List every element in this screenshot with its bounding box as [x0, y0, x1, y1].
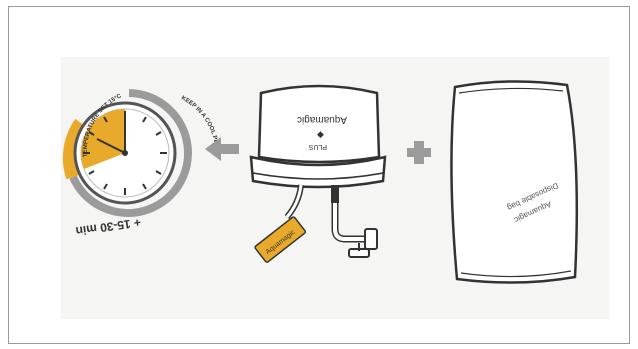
- timer-duration-label: + 15-30 min: [75, 215, 142, 238]
- container-brand-label: Aquamagic: [297, 114, 347, 125]
- arrow-left-icon: [205, 137, 239, 161]
- illustration-svg: TEMPERATURE SET 15°C KEEP IN A COOL PLAC…: [9, 7, 631, 345]
- tube-tag: Aquamagic: [254, 216, 306, 263]
- figure-frame: TEMPERATURE SET 15°C KEEP IN A COOL PLAC…: [8, 6, 630, 344]
- plus-icon: [407, 141, 431, 164]
- timer-icon: TEMPERATURE SET 15°C KEEP IN A COOL PLAC…: [70, 93, 220, 238]
- tap-valve-icon: [331, 185, 377, 257]
- bag-icon: Aquamagic Disposable bag: [451, 81, 576, 282]
- svg-text:◆: ◆: [317, 129, 324, 139]
- container-model-label: PLUS: [308, 143, 327, 150]
- container-icon: Aquamagic ◆ PLUS Aquamagic: [251, 86, 385, 263]
